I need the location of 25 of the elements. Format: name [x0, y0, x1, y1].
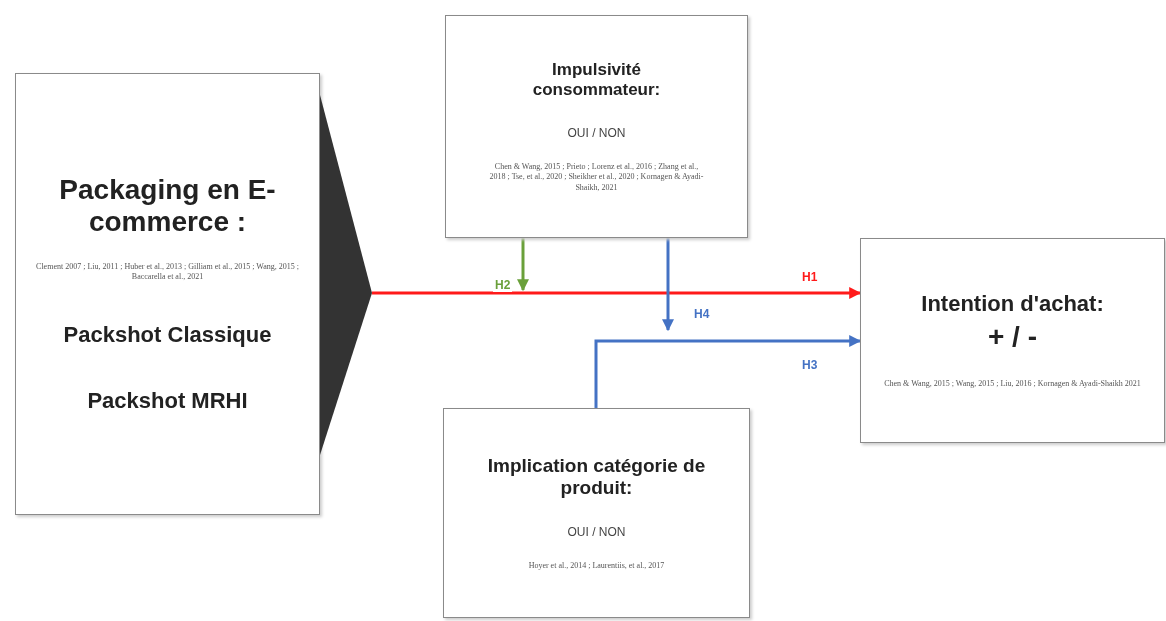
node-heading: Implication catégorie de produit: [486, 454, 707, 499]
edge-label: H4 [692, 307, 712, 321]
arrow [662, 238, 674, 332]
edge-label: H3 [800, 358, 820, 372]
citation-text: Chen & Wang, 2015 ; Wang, 2015 ; Liu, 2016 ; Kornagen & Ayadi-Shaikh 2021 [884, 379, 1141, 390]
node-heading: Intention d'achat: [921, 291, 1104, 318]
text-box [860, 238, 1165, 443]
text-box [443, 408, 750, 618]
edge-label: H2 [493, 278, 513, 292]
node-heading: Packshot Classique [63, 322, 272, 349]
option-text: OUI / NON [567, 125, 626, 140]
node-heading: Packaging en E-commerce : [58, 173, 277, 238]
edge-label: H1 [800, 270, 820, 284]
node-heading: + / - [988, 321, 1037, 354]
node-heading: Packshot MRHI [87, 388, 248, 415]
text-box [445, 15, 748, 238]
arrow [517, 238, 529, 292]
option-text: OUI / NON [567, 524, 626, 539]
arrow [594, 335, 862, 408]
node-heading: Impulsivité consommateur: [531, 59, 662, 100]
citation-text: Chen & Wang, 2015 ; Prieto ; Lorenz et al., 2016 ; Zhang et al., 2018 ; Tse, et al., 2020 ; Sheikher et al., 2020 ; Kornagen & Ayadi-Shaikh, 2021 [488, 161, 705, 194]
citation-text: Clement 2007 ; Liu, 2011 ; Huber et al., 2013 ; Gilliam et al., 2015 ; Wang, 2015 ; Baccarella et al., 2021 [35, 261, 300, 283]
text-box [15, 73, 320, 515]
citation-text: Hoyer et al., 2014 ; Laurentiis, et al., 2017 [528, 560, 665, 572]
arrow [372, 287, 862, 299]
